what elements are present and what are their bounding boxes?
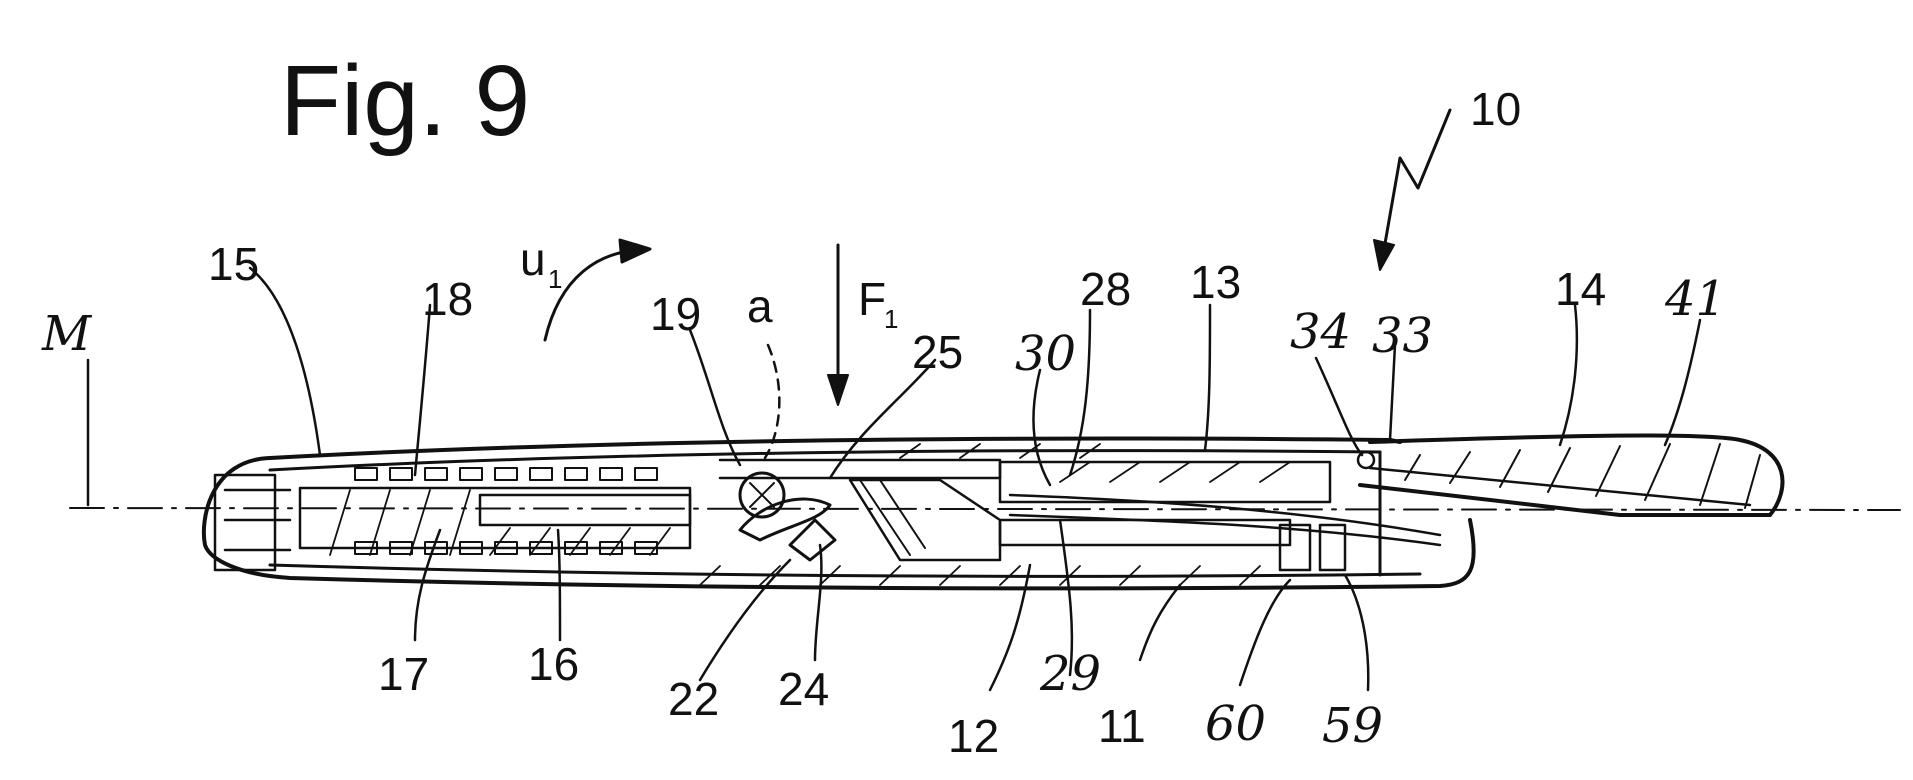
gap-label: a — [747, 280, 773, 332]
ref-18: 18 — [422, 273, 473, 325]
ref-13: 13 — [1190, 256, 1241, 308]
ref-11: 11 — [1098, 700, 1146, 752]
rotation-subscript: 1 — [548, 264, 562, 294]
zigzag-arrowhead-10 — [1374, 240, 1394, 270]
ref-22: 22 — [668, 673, 719, 725]
figure-title: Fig. 9 — [280, 45, 530, 157]
ref-41: 41 — [1664, 271, 1726, 327]
right-internal-assembly — [700, 444, 1440, 585]
ref-19: 19 — [650, 288, 701, 340]
force-arrowhead — [828, 375, 848, 405]
rotation-label: u — [520, 233, 546, 285]
ref-12: 12 — [948, 710, 999, 762]
rotation-arrowhead — [620, 240, 650, 262]
ref-17: 17 — [378, 648, 429, 700]
ref-30: 30 — [1015, 326, 1076, 382]
clip-member-14 — [1360, 436, 1782, 515]
ref-24: 24 — [778, 663, 829, 715]
force-subscript: 1 — [884, 304, 898, 334]
ref-14: 14 — [1555, 263, 1606, 315]
force-label: F — [858, 273, 886, 325]
ref-10: 10 — [1470, 83, 1521, 135]
ref-16: 16 — [528, 638, 579, 690]
ref-59: 59 — [1322, 698, 1383, 754]
ref-15: 15 — [208, 238, 259, 290]
ref-60: 60 — [1205, 696, 1266, 752]
pivot-mechanism — [720, 460, 1000, 560]
ref-34: 34 — [1290, 304, 1351, 360]
ref-29: 29 — [1039, 646, 1101, 702]
axis-label-m: M — [41, 306, 93, 362]
ref-33: 33 — [1372, 308, 1433, 364]
internal-spring-assembly — [215, 468, 690, 570]
zigzag-arrow-10 — [1383, 110, 1450, 255]
ref-25: 25 — [912, 326, 963, 378]
ref-28: 28 — [1080, 263, 1131, 315]
